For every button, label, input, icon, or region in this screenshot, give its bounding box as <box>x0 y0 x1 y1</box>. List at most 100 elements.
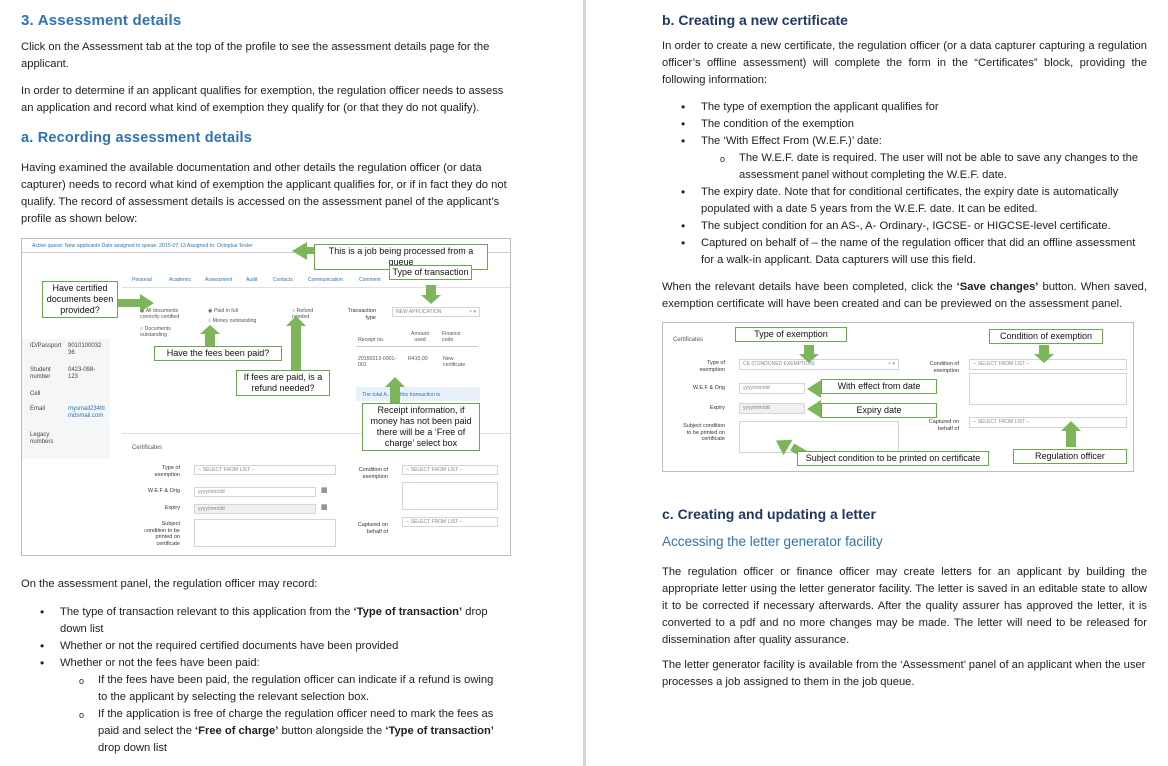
assessment-tab-ref: Assessment tab <box>81 41 162 53</box>
list-item: The expiry date. Note that for condition… <box>662 184 1147 218</box>
radio-docs-outstanding[interactable]: ○ Documents outstanding <box>140 326 171 338</box>
list-item: Whether or not the required certified do… <box>21 638 501 655</box>
certificates-screenshot: Certificates Type of exemption CE (CONDO… <box>662 322 1134 472</box>
label-captured: Captured on behalf of <box>928 419 959 432</box>
total-note: The total A... for this transaction is <box>362 392 441 398</box>
label-transaction-type: Transaction type <box>347 308 376 321</box>
arrow-queue <box>307 247 317 254</box>
tab-audit[interactable]: Audit <box>246 277 258 283</box>
radio-paid-full[interactable]: ◉ Paid in full <box>208 308 238 314</box>
label-id: ID/Passport <box>30 343 62 349</box>
label-cell: Cell <box>30 391 41 397</box>
arrow-condition <box>1039 345 1049 355</box>
condition-textarea[interactable] <box>969 373 1127 405</box>
calendar-icon[interactable]: ▦ <box>321 504 328 511</box>
callout-documents: Have certified documents been provided? <box>42 281 118 318</box>
expiry-date-input[interactable]: yyyy/mm/dd <box>739 403 805 414</box>
list-item: Captured on behalf of – the name of the … <box>662 235 1147 269</box>
callout-wef: With effect from date <box>821 379 937 394</box>
list-item: The subject condition for an AS-, A- Ord… <box>662 218 1147 235</box>
label-captured: Captured on behalf of <box>357 522 388 535</box>
callout-refund: If fees are paid, is a refund needed? <box>236 370 330 396</box>
wef-date-input[interactable]: yyyy/mm/dd <box>739 383 805 394</box>
label-wef: W.E.F & Orig <box>692 385 725 391</box>
label-legacy: Legacy numbers <box>30 432 54 445</box>
certificate-info-list: The type of exemption the applicant qual… <box>662 99 1147 269</box>
paragraph-new-certificate: In order to create a new certificate, th… <box>662 40 1147 86</box>
label-condition: Condition of exemption <box>929 361 959 374</box>
label-subject-condition: Subject condition to be printed on certi… <box>683 423 725 442</box>
captured-select[interactable]: -- SELECT FROM LIST -- <box>969 417 1127 428</box>
arrow-docs <box>118 299 140 307</box>
callout-expiry: Expiry date <box>821 403 937 418</box>
paragraph-save-changes: When the relevant details have been comp… <box>662 281 1147 310</box>
subject-condition-textarea[interactable] <box>739 421 899 453</box>
subheading-letter: c. Creating and updating a letter <box>662 506 876 522</box>
receipt-col-amount: Amount used <box>411 331 429 343</box>
label-subject-condition: Subject condition to be printed on certi… <box>144 521 180 547</box>
record-list: The type of transaction relevant to this… <box>21 604 501 757</box>
subheading-letter-generator: Accessing the letter generator facility <box>662 534 883 549</box>
tab-personal[interactable]: Personal <box>132 277 152 283</box>
label-condition: Condition of exemption <box>358 467 388 480</box>
type-exemption-select[interactable]: CE (CONDONED EXEMPTION)× ▾ <box>739 359 899 370</box>
list-item: The type of transaction relevant to this… <box>21 604 501 638</box>
label-expiry: Expiry <box>709 405 725 411</box>
list-item: The type of exemption the applicant qual… <box>662 99 1147 116</box>
receipt-col-no: Receipt no. <box>358 337 385 343</box>
callout-type-exemption: Type of exemption <box>735 327 847 342</box>
value-email: mysmail234ttl mdsmail.com <box>68 406 105 419</box>
condition-select[interactable]: -- SELECT FROM LIST -- <box>402 465 498 475</box>
list-item: The condition of the exemption <box>662 116 1147 133</box>
value-id: 9010100032 36 <box>68 343 102 356</box>
paragraph-letter-availability: The letter generator facility is availab… <box>662 659 1146 688</box>
calendar-icon[interactable]: ▦ <box>321 487 328 494</box>
receipt-no: 20150213-0001-001 <box>358 356 397 368</box>
callout-officer: Regulation officer <box>1013 449 1127 464</box>
arrow-transaction <box>426 285 436 295</box>
list-item: Whether or not the fees have been paid: <box>21 655 501 672</box>
label-wef: W.E.F & Orig <box>147 488 180 494</box>
receipt-col-finance: Finance code <box>442 331 461 343</box>
certificates-title: Certificates <box>132 445 163 451</box>
intro-paragraph: Click on the Assessment tab at the top o… <box>21 41 490 70</box>
tab-academic[interactable]: Academic <box>169 277 191 283</box>
paragraph-determine: In order to determine if an applicant qu… <box>21 85 504 114</box>
subheading-new-certificate: b. Creating a new certificate <box>662 12 848 28</box>
value-student: 0423-098-123 <box>68 367 96 380</box>
tab-assessment[interactable]: Assessment <box>205 277 233 283</box>
certificates-title: Certificates <box>673 337 704 343</box>
captured-select[interactable]: -- SELECT FROM LIST -- <box>402 517 498 527</box>
paragraph-letter-generator: The regulation officer or finance office… <box>662 566 1147 646</box>
tab-comment[interactable]: Comment <box>359 277 381 283</box>
assessment-panel-screenshot: Active queue: New applicants Date assign… <box>21 238 511 556</box>
callout-condition: Condition of exemption <box>989 329 1103 344</box>
tab-contacts[interactable]: Contacts <box>273 277 293 283</box>
label-student: Student number <box>30 367 51 380</box>
condition-textarea[interactable] <box>402 482 498 510</box>
callout-fees: Have the fees been paid? <box>154 346 282 361</box>
arrow-officer <box>1066 431 1076 447</box>
subheading-recording: a. Recording assessment details <box>21 130 253 146</box>
transaction-type-select[interactable]: NEW APPLICATION× ▾ <box>392 307 480 317</box>
label-expiry: Expiry <box>164 505 180 511</box>
receipt-amount: R410,00 <box>408 356 428 362</box>
callout-receipt: Receipt information, if money has not be… <box>362 403 480 451</box>
label-type-exemption: Type of exemption <box>154 465 180 478</box>
list-subitem: The W.E.F. date is required. The user wi… <box>662 150 1147 184</box>
wef-date-input[interactable]: yyyy/mm/dd <box>194 487 316 497</box>
paragraph-panel-record: On the assessment panel, the regulation … <box>21 578 318 590</box>
subject-condition-textarea[interactable] <box>194 519 336 547</box>
paragraph-examined: Having examined the available documentat… <box>21 162 507 225</box>
label-type-exemption: Type of exemption <box>699 360 725 373</box>
tab-communication[interactable]: Communication <box>308 277 343 283</box>
callout-transaction: Type of transaction <box>389 265 472 280</box>
expiry-date-input[interactable]: yyyy/mm/dd <box>194 504 316 514</box>
section-heading: 3. Assessment details <box>21 12 182 29</box>
type-exemption-select[interactable]: -- SELECT FROM LIST -- <box>194 465 336 475</box>
receipt-finance: New certificate <box>443 356 466 368</box>
callout-subject: Subject condition to be printed on certi… <box>797 451 989 466</box>
radio-money-outstanding[interactable]: ○ Money outstanding <box>208 318 257 324</box>
label-email: Email <box>30 406 46 412</box>
list-subitem: If the fees have been paid, the regulati… <box>21 672 501 706</box>
